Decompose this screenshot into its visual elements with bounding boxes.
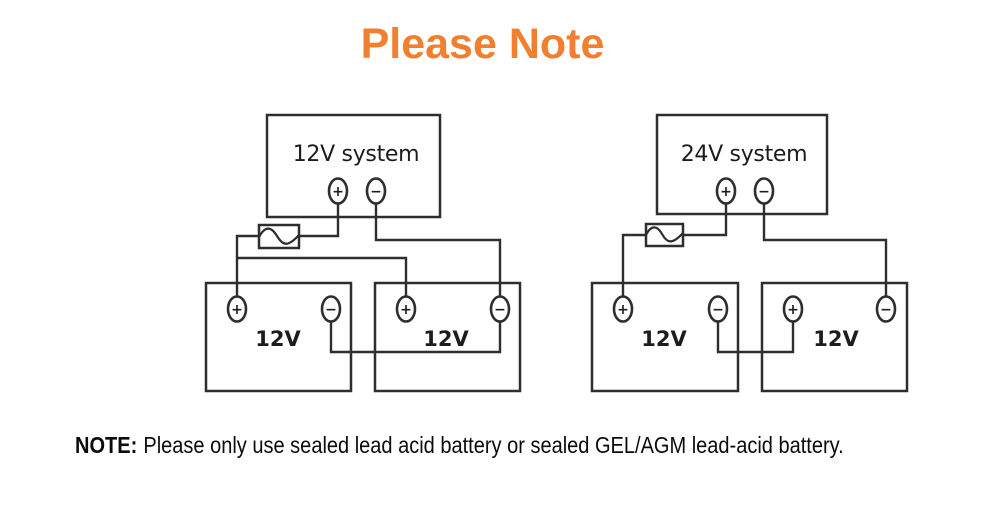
system-box-12v — [265, 113, 442, 219]
terminal-minus-icon: − — [489, 295, 511, 323]
terminal-minus-icon: − — [707, 295, 729, 323]
svg-text:+: + — [231, 302, 243, 318]
page-title: Please Note — [360, 20, 605, 68]
svg-text:−: − — [325, 302, 337, 318]
svg-text:+: + — [720, 184, 732, 200]
wire-system-minus-to-battery2-minus — [374, 203, 502, 296]
terminal-plus-icon: + — [395, 295, 417, 323]
note-text: NOTE:Please only use sealed lead acid ba… — [75, 432, 844, 459]
fuse-sine-wave — [645, 226, 684, 243]
wire-system-plus-to-fuse — [299, 203, 340, 238]
system-box-24v — [655, 113, 829, 216]
wire-plus-branch-to-battery2-plus — [237, 256, 408, 297]
svg-text:−: − — [758, 184, 770, 200]
wire-system-plus-to-fuse — [683, 203, 728, 237]
wire-fuse-to-battery1-plus — [235, 234, 259, 297]
diagram-12v-parallel: 12V system 12V 12V + − + − + − — [204, 113, 522, 393]
svg-text:+: + — [400, 302, 412, 318]
svg-text:−: − — [494, 302, 506, 318]
battery-label: 12V — [255, 327, 301, 351]
diagram-24v-series: 24V system 12V 12V + − + − + − — [590, 113, 909, 393]
fuse-icon — [257, 223, 301, 250]
fuse-sine-wave — [258, 227, 300, 245]
terminal-plus-icon: + — [715, 177, 737, 205]
terminal-minus-icon: − — [365, 177, 387, 205]
svg-text:+: + — [617, 302, 629, 318]
wire-fuse-to-battery1-plus — [621, 233, 646, 297]
note-body: Please only use sealed lead acid battery… — [143, 432, 844, 458]
terminal-minus-icon: − — [320, 295, 342, 323]
svg-text:−: − — [370, 184, 382, 200]
wire-system-minus-to-battery2-minus — [762, 203, 888, 296]
svg-text:+: + — [332, 184, 344, 200]
note-prefix: NOTE: — [75, 432, 138, 458]
svg-text:−: − — [712, 302, 724, 318]
terminal-plus-icon: + — [612, 295, 634, 323]
svg-text:−: − — [880, 302, 892, 318]
wire-parallel-minus-link — [329, 321, 502, 354]
battery-label: 12V — [641, 327, 687, 351]
terminal-plus-icon: + — [327, 177, 349, 205]
terminal-minus-icon: − — [875, 295, 897, 323]
terminal-plus-icon: + — [782, 295, 804, 323]
battery-label: 12V — [423, 327, 469, 351]
terminal-minus-icon: − — [753, 177, 775, 205]
system-label: 12V system — [293, 142, 420, 167]
fuse-icon — [644, 222, 685, 248]
svg-text:+: + — [787, 302, 799, 318]
system-label: 24V system — [681, 142, 808, 167]
wire-series-link — [716, 321, 795, 354]
terminal-plus-icon: + — [226, 295, 248, 323]
battery-label: 12V — [813, 327, 859, 351]
